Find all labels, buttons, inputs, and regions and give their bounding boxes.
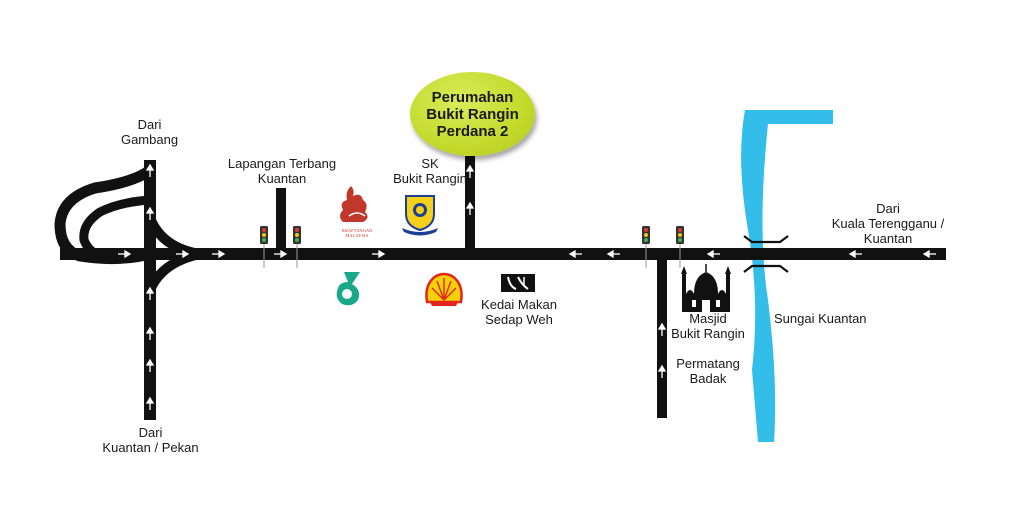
road-arrows	[118, 163, 936, 410]
arrow-icon	[145, 396, 155, 410]
arrow-icon	[568, 249, 582, 259]
petronas-logo-icon	[336, 272, 360, 306]
arrow-icon	[657, 322, 667, 336]
arrow-icon	[606, 249, 620, 259]
label-school: SK Bukit Rangin	[393, 156, 467, 186]
destination-line-3: Perdana 2	[436, 122, 509, 140]
traffic-light-icon	[260, 226, 268, 268]
arrow-icon	[706, 249, 720, 259]
label-restaurant: Kedai Makan Sedap Weh	[481, 297, 557, 327]
river-sungai-kuantan	[741, 110, 833, 442]
arrow-icon	[274, 249, 288, 259]
arrow-icon	[118, 249, 132, 259]
destination-marker: Perumahan Bukit Rangin Perdana 2	[410, 72, 535, 156]
label-from-terengganu: Dari Kuala Terengganu / Kuantan	[831, 201, 945, 246]
arrow-icon	[145, 163, 155, 177]
arrow-icon	[145, 358, 155, 372]
school-crest-icon	[402, 195, 438, 236]
restaurant-logo-icon	[501, 274, 535, 292]
arrow-icon	[848, 249, 862, 259]
traffic-light-icon	[642, 226, 650, 268]
arrow-icon	[657, 364, 667, 378]
bridge-icon	[743, 235, 789, 273]
label-river: Sungai Kuantan	[774, 311, 867, 326]
arrow-icon	[176, 249, 190, 259]
label-from-pekan: Dari Kuantan / Pekan	[102, 425, 199, 455]
arrow-icon	[372, 249, 386, 259]
arrow-icon	[145, 326, 155, 340]
traffic-light-icon	[293, 226, 301, 268]
svg-text:MALAYSIA: MALAYSIA	[345, 233, 369, 238]
label-airport: Lapangan Terbang Kuantan	[227, 156, 337, 186]
arrow-icon	[465, 164, 475, 178]
shell-logo-icon	[425, 272, 463, 306]
arrow-icon	[922, 249, 936, 259]
arrow-icon	[145, 286, 155, 300]
mosque-icon	[681, 264, 731, 312]
label-mosque: Masjid Bukit Rangin	[671, 311, 745, 341]
svg-text:KRAFTANGAN: KRAFTANGAN	[342, 228, 373, 233]
traffic-lights	[260, 226, 684, 268]
arrow-icon	[465, 201, 475, 215]
label-from-gambang: Dari Gambang	[120, 117, 179, 147]
kraftangan-logo-icon: KRAFTANGAN MALAYSIA	[340, 186, 373, 238]
label-permatang-badak: Permatang Badak	[676, 356, 740, 386]
arrow-icon	[212, 249, 226, 259]
arrow-icon	[145, 206, 155, 220]
traffic-light-icon	[676, 226, 684, 268]
destination-line-1: Perumahan	[431, 88, 514, 106]
destination-line-2: Bukit Rangin	[426, 105, 519, 123]
